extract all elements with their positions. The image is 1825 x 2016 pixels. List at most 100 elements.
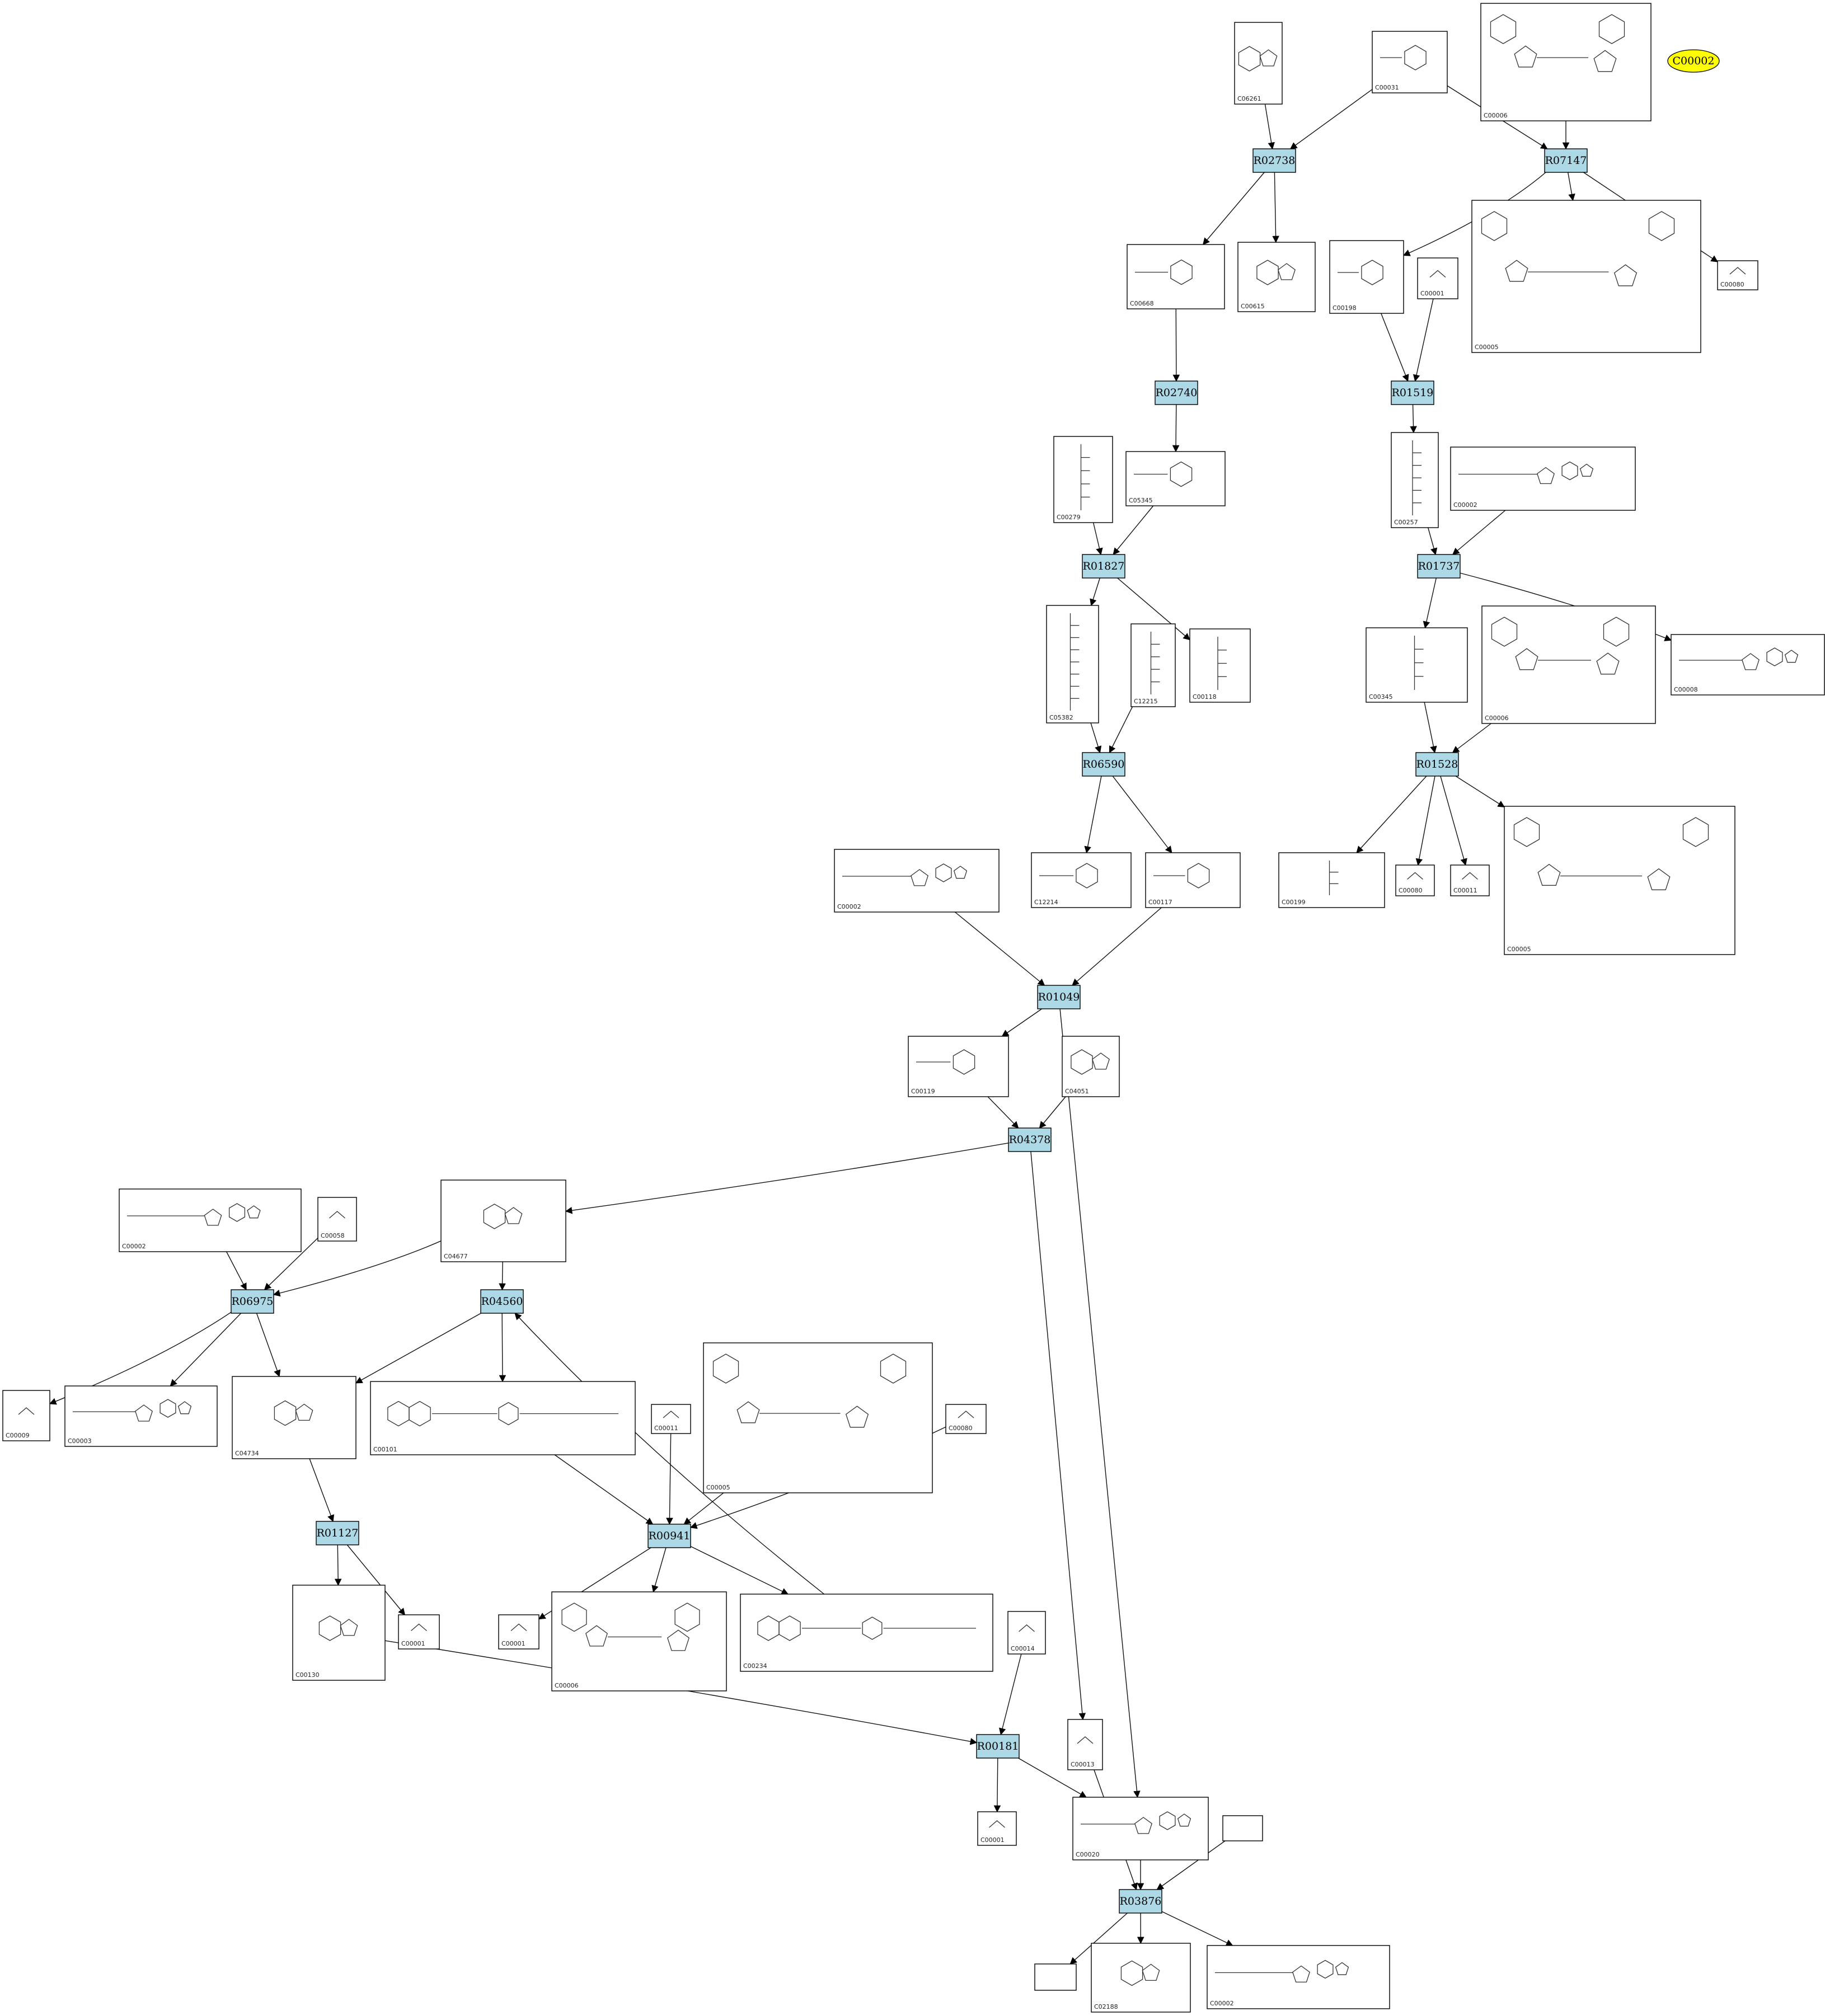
compound-id: C00002 [122, 1243, 146, 1250]
compound-node[interactable]: C00020 [1072, 1797, 1209, 1860]
edge-arrow [226, 1251, 247, 1291]
reaction-node[interactable]: R02740 [1155, 380, 1198, 405]
compound-node[interactable]: C00002 [834, 849, 1000, 913]
compound-box [1278, 852, 1385, 908]
compound-box [1222, 1815, 1263, 1841]
compound-node[interactable]: C00008 [1671, 634, 1825, 696]
compound-node[interactable]: C00005 [1471, 200, 1701, 353]
edge-arrow [1112, 776, 1172, 853]
edge-arrow [1084, 776, 1102, 854]
imidazole-ring [1278, 263, 1296, 280]
compound-node[interactable]: C00279 [1053, 436, 1113, 523]
compound-box [1007, 1611, 1046, 1655]
reaction-node[interactable]: R07147 [1544, 148, 1588, 173]
compound-node[interactable]: C00198 [1329, 240, 1404, 314]
reaction-node[interactable]: R01049 [1037, 985, 1081, 1009]
compound-box [740, 1594, 993, 1672]
compound-box [1450, 864, 1490, 896]
compound-node[interactable]: C00345 [1366, 627, 1468, 703]
bond-lines [1019, 1624, 1035, 1632]
reaction-node[interactable]: R03876 [1119, 1889, 1162, 1914]
highlight-compound[interactable]: C00002 [1667, 49, 1720, 73]
compound-node[interactable] [1222, 1815, 1263, 1841]
edge-arrow [1410, 404, 1417, 434]
compound-node[interactable]: C00006 [551, 1591, 727, 1691]
compound-node[interactable]: C00080 [1717, 260, 1758, 290]
compound-node[interactable]: C04677 [440, 1179, 566, 1262]
compound-node[interactable]: C00001 [977, 1811, 1017, 1846]
compound-node[interactable]: C00117 [1145, 852, 1241, 908]
compound-node[interactable]: C00058 [317, 1197, 357, 1242]
compound-node[interactable]: C05382 [1046, 605, 1099, 723]
reaction-box [1252, 148, 1296, 173]
reaction-node[interactable]: R00941 [648, 1524, 691, 1548]
reaction-node[interactable]: R01519 [1391, 380, 1434, 405]
edge-arrow [690, 1546, 789, 1595]
compound-id: C00006 [555, 1682, 579, 1689]
reaction-node[interactable]: R01528 [1415, 752, 1459, 777]
compound-node[interactable]: C06261 [1234, 22, 1283, 105]
compound-id: C00001 [501, 1640, 526, 1647]
compound-box [370, 1381, 636, 1455]
compound-node[interactable]: C00003 [64, 1385, 218, 1447]
compound-node[interactable]: C00013 [1067, 1719, 1103, 1770]
compound-box [703, 1342, 933, 1493]
reaction-node[interactable]: R04560 [480, 1289, 524, 1314]
compound-node[interactable]: C04734 [232, 1376, 356, 1459]
compound-node[interactable]: C00080 [945, 1404, 987, 1434]
compound-node[interactable]: C00031 [1372, 31, 1448, 93]
compound-node[interactable]: C00002 [119, 1188, 302, 1252]
compound-node[interactable]: C00615 [1237, 242, 1316, 312]
compound-node[interactable]: C00002 [1207, 1945, 1390, 2009]
ribose-ring [1292, 1965, 1310, 1983]
adenine-ring [1159, 1811, 1176, 1830]
reaction-node[interactable]: R01127 [316, 1521, 359, 1545]
compound-node[interactable]: C00080 [1395, 864, 1435, 896]
compound-node[interactable]: C05345 [1125, 451, 1226, 506]
compound-node[interactable]: C00006 [1481, 605, 1656, 724]
reaction-node[interactable]: R02738 [1252, 148, 1296, 173]
compound-node[interactable]: C00009 [2, 1390, 50, 1441]
reaction-label: R01519 [1392, 387, 1434, 399]
reaction-node[interactable]: R01827 [1082, 554, 1125, 579]
reaction-node[interactable]: R04378 [1008, 1127, 1052, 1152]
compound-node[interactable]: C00005 [703, 1342, 933, 1493]
compound-node[interactable]: C00130 [292, 1585, 386, 1681]
compound-node[interactable]: C00118 [1189, 628, 1251, 703]
compound-node[interactable]: C04051 [1062, 1036, 1120, 1097]
bond-lines [1407, 872, 1423, 880]
reaction-node[interactable]: R00181 [976, 1734, 1020, 1759]
compound-node[interactable]: C00257 [1391, 432, 1439, 528]
compound-node[interactable]: C00006 [1480, 3, 1652, 121]
compound-node[interactable]: C00668 [1127, 244, 1225, 309]
adenine-ring [880, 1354, 907, 1384]
compound-node[interactable]: C00001 [498, 1614, 539, 1650]
compound-node[interactable]: C00014 [1007, 1611, 1046, 1655]
reaction-node[interactable]: R06590 [1082, 752, 1125, 777]
compound-id: C00014 [1011, 1645, 1035, 1652]
compound-node[interactable]: C12215 [1130, 623, 1176, 707]
compound-box [498, 1614, 539, 1650]
hetero-ring [318, 1615, 341, 1641]
bond-lines [1729, 267, 1746, 275]
compound-id: C02188 [1094, 2003, 1118, 2010]
compound-node[interactable]: C00234 [740, 1594, 993, 1672]
compound-node[interactable]: C00001 [1417, 257, 1458, 299]
edge-layer [49, 85, 1719, 1965]
reaction-node[interactable]: R06975 [231, 1289, 274, 1314]
compound-node[interactable] [1034, 1963, 1077, 1991]
ribose-ring [1515, 648, 1538, 670]
compound-node[interactable]: C00002 [1450, 447, 1636, 511]
compound-node[interactable]: C12214 [1031, 852, 1132, 908]
compound-node[interactable]: C00011 [1450, 864, 1490, 896]
compound-id: C00002 [1453, 501, 1477, 509]
compound-node[interactable]: C00119 [908, 1036, 1009, 1097]
compound-node[interactable]: C00199 [1278, 852, 1385, 908]
compound-node[interactable]: C00001 [398, 1614, 440, 1650]
reaction-node[interactable]: R01737 [1417, 554, 1461, 579]
compound-node[interactable]: C02188 [1091, 1943, 1191, 2013]
compound-node[interactable]: C00011 [651, 1404, 691, 1434]
compound-node[interactable]: C00005 [1504, 806, 1735, 955]
compound-node[interactable]: C00101 [370, 1381, 636, 1455]
compound-id: C00080 [1720, 281, 1744, 288]
